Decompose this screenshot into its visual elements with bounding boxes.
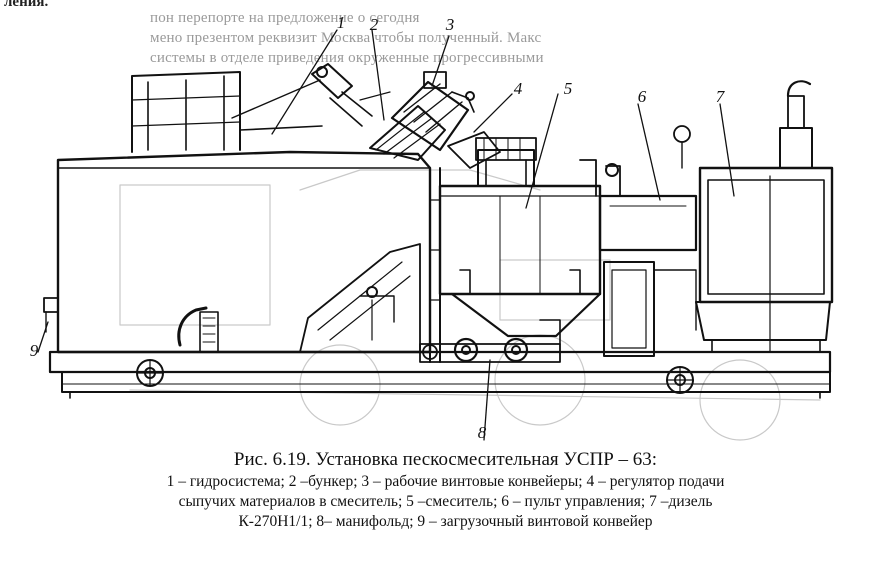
- hydraulic-system: [311, 63, 391, 127]
- bleed-through-line-1: пон перепорте на предложение о сегодня: [150, 10, 420, 26]
- diesel-engine: [673, 80, 834, 353]
- hopper: [369, 105, 446, 161]
- bleed-through-line-3: системы в отделе приведения окруженные п…: [150, 50, 544, 66]
- chassis-frame: [48, 350, 832, 399]
- callout-8: 8: [477, 423, 487, 442]
- callout-4: 4: [513, 79, 523, 98]
- callout-1: 1: [336, 13, 346, 32]
- feed-regulator: [447, 131, 537, 187]
- caption-legend-line-2: сыпучих материалов в смеситель; 5 –смеси…: [178, 493, 713, 510]
- callout-6: 6: [637, 87, 647, 106]
- mixer: [438, 149, 602, 338]
- sand-mixer-technical-drawing: [37, 29, 834, 441]
- callout-9: 9: [29, 341, 39, 360]
- manifold: [419, 319, 561, 363]
- control-panel: [579, 159, 698, 357]
- top-railing: [131, 71, 323, 153]
- callout-7: 7: [715, 87, 725, 106]
- chassis-wheels: [136, 359, 694, 394]
- caption-title: Рис. 6.19. Установка пескосмесительная У…: [233, 449, 658, 470]
- callout-3: 3: [445, 15, 455, 34]
- bleed-through-line-2: мено презентом реквизит Москва чтобы пол…: [150, 30, 542, 46]
- working-screw-conveyors: [390, 71, 475, 152]
- inclined-loader-frame: [299, 243, 421, 353]
- callout-leader-lines: [37, 29, 735, 441]
- ghost-drawing: [119, 169, 821, 441]
- left-tank: [56, 150, 432, 354]
- callout-5: 5: [563, 79, 573, 98]
- figure-caption: Рис. 6.19. Установка пескосмесительная У…: [0, 448, 891, 532]
- caption-legend-line-3: К-270Н1/1; 8– манифольд; 9 – загрузочный…: [238, 513, 653, 530]
- riser-piping: [429, 167, 441, 363]
- callout-2: 2: [369, 15, 379, 34]
- cropped-preceding-text: ления.: [4, 0, 49, 10]
- caption-legend-line-1: 1 – гидросистема; 2 –бункер; 3 – рабочие…: [166, 473, 725, 490]
